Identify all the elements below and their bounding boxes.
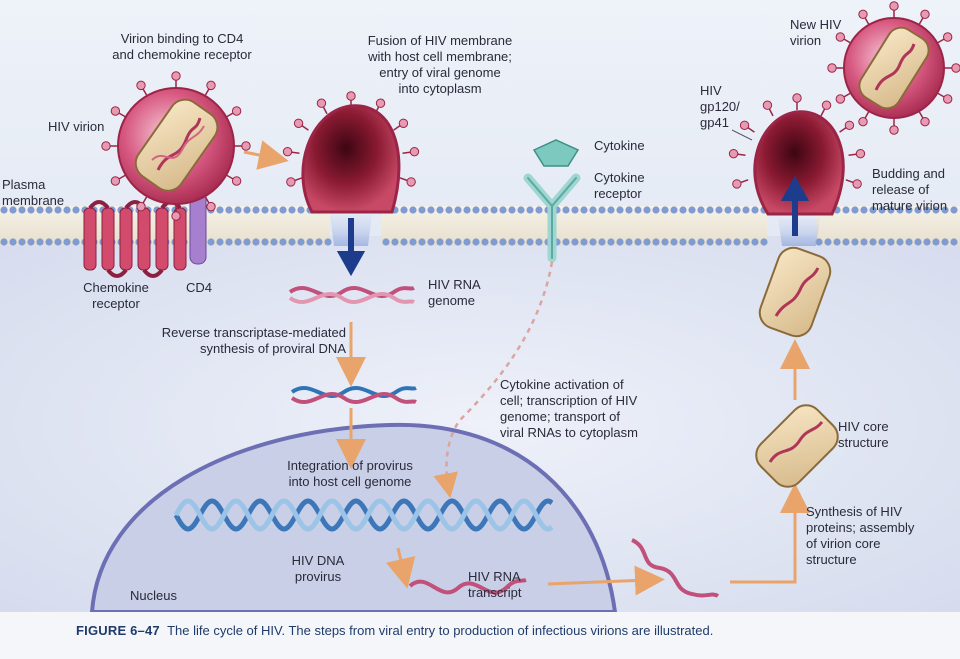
diagram-artwork: [0, 1, 960, 612]
label-gp120-gp41: HIV gp120/ gp41: [700, 83, 740, 130]
entry-arrow: [336, 218, 366, 277]
plasma-membrane: [0, 206, 960, 246]
label-cytokine: Cytokine: [594, 138, 645, 153]
label-virion-binding: Virion binding to CD4 and chemokine rece…: [112, 31, 252, 62]
label-reverse-transcriptase: Reverse transcriptase-mediated synthesis…: [161, 325, 346, 356]
label-hiv-rna-genome: HIV RNA genome: [428, 277, 481, 308]
chemokine-receptor: [83, 200, 187, 278]
label-cytokine-activation: Cytokine activation of cell; transcripti…: [500, 377, 638, 440]
figure-number: FIGURE 6–47: [76, 623, 160, 638]
label-new-hiv-virion: New HIV virion: [790, 17, 842, 48]
nucleus-envelope: [89, 422, 618, 612]
hiv-core-lower: [755, 404, 839, 488]
cytokine: [532, 139, 580, 167]
caption-bar: [0, 612, 960, 659]
label-plasma-membrane: Plasma membrane: [2, 177, 65, 208]
new-hiv-virion: [827, 1, 960, 135]
caption-text: The life cycle of HIV. The steps from vi…: [167, 623, 714, 638]
cytokine-receptor-molecule: [523, 173, 581, 263]
label-hiv-virion: HIV virion: [48, 119, 105, 134]
pathway-arrows: [243, 129, 810, 596]
label-hiv-rna-transcript: HIV RNA transcript: [468, 569, 522, 600]
figure-caption: FIGURE 6–47 The life cycle of HIV. The s…: [76, 623, 713, 638]
label-hiv-core-structure: HIV core structure: [838, 419, 889, 450]
label-fusion: Fusion of HIV membrane with host cell me…: [367, 33, 513, 96]
cytoplasmic-rna: [631, 538, 720, 598]
hiv-virion-binding: [101, 71, 251, 221]
hiv-dna-provirus-helix: [173, 498, 554, 532]
label-synthesis: Synthesis of HIV proteins; assembly of v…: [806, 504, 915, 567]
hiv-rna-transcript-strand: [408, 578, 527, 595]
proviral-dna: [290, 385, 417, 405]
hiv-core-upper: [758, 246, 832, 338]
label-budding: Budding and release of mature virion: [872, 166, 948, 213]
budding-virion: [728, 93, 866, 246]
label-hiv-dna-provirus: HIV DNA provirus: [291, 553, 345, 584]
hiv-rna-genome: [288, 285, 415, 305]
release-arrow: [780, 175, 810, 236]
label-nucleus: Nucleus: [130, 588, 177, 603]
label-cd4: CD4: [186, 280, 213, 295]
label-cytokine-receptor: Cytokine receptor: [594, 170, 645, 201]
label-chemokine-receptor: Chemokine receptor: [83, 280, 149, 311]
label-integration: Integration of provirus into host cell g…: [287, 458, 413, 489]
